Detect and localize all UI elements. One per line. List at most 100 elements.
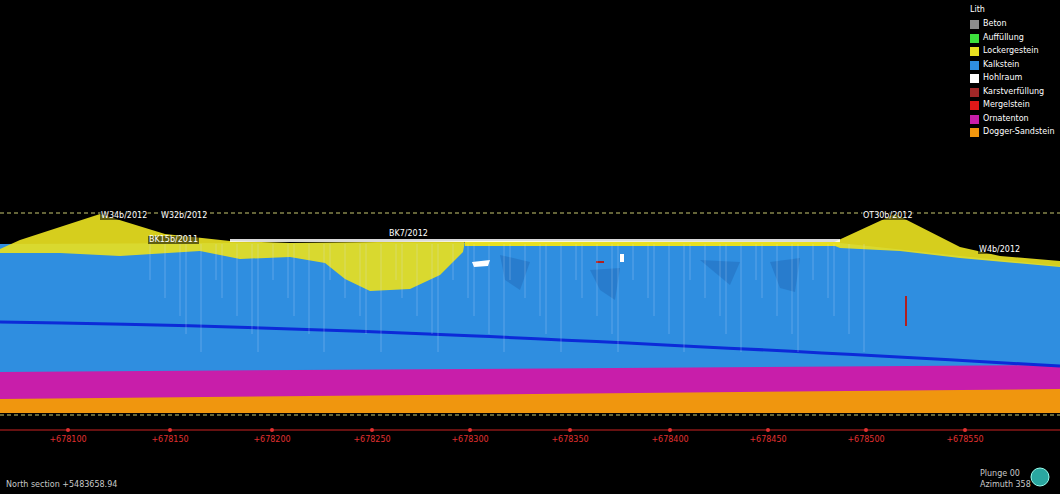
borehole-line <box>222 244 223 298</box>
legend-text: Dogger-Sandstein <box>983 128 1054 136</box>
lockergestein-layer <box>830 214 1060 267</box>
borehole-line <box>798 244 799 352</box>
borehole-line <box>618 244 619 352</box>
hohlraum-strip <box>230 239 840 242</box>
borehole-line <box>417 244 418 316</box>
borehole-line <box>453 244 454 280</box>
borehole-line <box>237 244 238 316</box>
borehole-line <box>612 244 613 334</box>
section-info: North section +5483658.94 <box>6 481 117 489</box>
borehole-label: W34b/2012 <box>100 212 148 220</box>
borehole-line <box>489 244 490 334</box>
borehole-line <box>726 244 727 334</box>
legend-text: Ornatenton <box>983 115 1029 123</box>
borehole-line <box>330 244 331 280</box>
lockergestein-layer <box>0 214 465 291</box>
borehole-line <box>654 244 655 316</box>
orientation-icon <box>1031 468 1049 486</box>
borehole-line <box>402 244 403 298</box>
karst-structure <box>500 255 800 300</box>
axis-line <box>0 430 1060 431</box>
borehole-line <box>510 244 511 280</box>
borehole-line <box>381 244 382 352</box>
borehole-line <box>525 244 526 298</box>
borehole-line <box>468 244 469 298</box>
borehole-line <box>813 244 814 280</box>
marker-horizon <box>0 322 1060 366</box>
borehole-line <box>540 244 541 316</box>
borehole-line <box>705 244 706 298</box>
axis-label: +678550 <box>946 436 983 444</box>
borehole-line <box>294 244 295 316</box>
axis-tick <box>270 428 274 432</box>
axis-tick <box>766 428 770 432</box>
borehole-line <box>258 244 259 352</box>
axis-label: +678400 <box>651 436 688 444</box>
legend-swatch <box>970 20 979 29</box>
legend-swatch <box>970 128 979 137</box>
borehole-line <box>396 244 397 280</box>
borehole-label: W32b/2012 <box>160 212 208 220</box>
borehole-line <box>864 244 865 352</box>
borehole-line <box>597 244 598 316</box>
hohlraum <box>472 260 490 267</box>
legend-title: Lith <box>970 6 985 14</box>
borehole-line <box>252 244 253 334</box>
mergelstein <box>905 296 907 326</box>
legend-text: Mergelstein <box>983 101 1030 109</box>
borehole-line <box>309 244 310 334</box>
borehole-line <box>828 244 829 298</box>
borehole-line <box>432 244 433 334</box>
borehole-line <box>756 244 757 280</box>
borehole-line <box>165 244 166 298</box>
axis-tick <box>864 428 868 432</box>
borehole-line <box>690 244 691 280</box>
axis-label: +678250 <box>353 436 390 444</box>
axis-tick <box>168 428 172 432</box>
axis-tick <box>468 428 472 432</box>
borehole-line <box>582 244 583 298</box>
borehole-line <box>273 244 274 280</box>
legend-swatch <box>970 88 979 97</box>
borehole-line <box>777 244 778 316</box>
borehole-line <box>345 244 346 298</box>
borehole-line <box>150 244 151 280</box>
legend-swatch <box>970 61 979 70</box>
borehole-line <box>324 244 325 352</box>
borehole-label: BK15b/2011 <box>148 236 199 244</box>
axis-label: +678300 <box>451 436 488 444</box>
legend-text: Lockergestein <box>983 47 1039 55</box>
borehole-line <box>576 244 577 280</box>
borehole-line <box>366 244 367 334</box>
borehole-line <box>633 244 634 280</box>
axis-label: +678200 <box>253 436 290 444</box>
axis-label: +678350 <box>551 436 588 444</box>
borehole-line <box>648 244 649 298</box>
borehole-line <box>504 244 505 352</box>
borehole-line <box>186 244 187 334</box>
borehole-line <box>474 244 475 316</box>
borehole-line <box>684 244 685 352</box>
borehole-line <box>201 244 202 352</box>
legend-swatch <box>970 74 979 83</box>
kalkstein-layer <box>0 243 1060 372</box>
borehole-line <box>741 244 742 352</box>
legend-text: Auffüllung <box>983 34 1024 42</box>
borehole-line <box>561 244 562 352</box>
borehole-line <box>669 244 670 334</box>
borehole-line <box>792 244 793 334</box>
legend-text: Hohlraum <box>983 74 1022 82</box>
axis-label: +678450 <box>749 436 786 444</box>
legend-text: Kalkstein <box>983 61 1019 69</box>
borehole-label: OT30b/2012 <box>862 212 914 220</box>
axis-tick <box>370 428 374 432</box>
axis-label: +678100 <box>49 436 86 444</box>
axis-tick <box>668 428 672 432</box>
borehole-line <box>849 244 850 334</box>
borehole-line <box>288 244 289 298</box>
legend-text: Karstverfüllung <box>983 88 1044 96</box>
azimuth-info: Azimuth 358 <box>980 481 1031 489</box>
